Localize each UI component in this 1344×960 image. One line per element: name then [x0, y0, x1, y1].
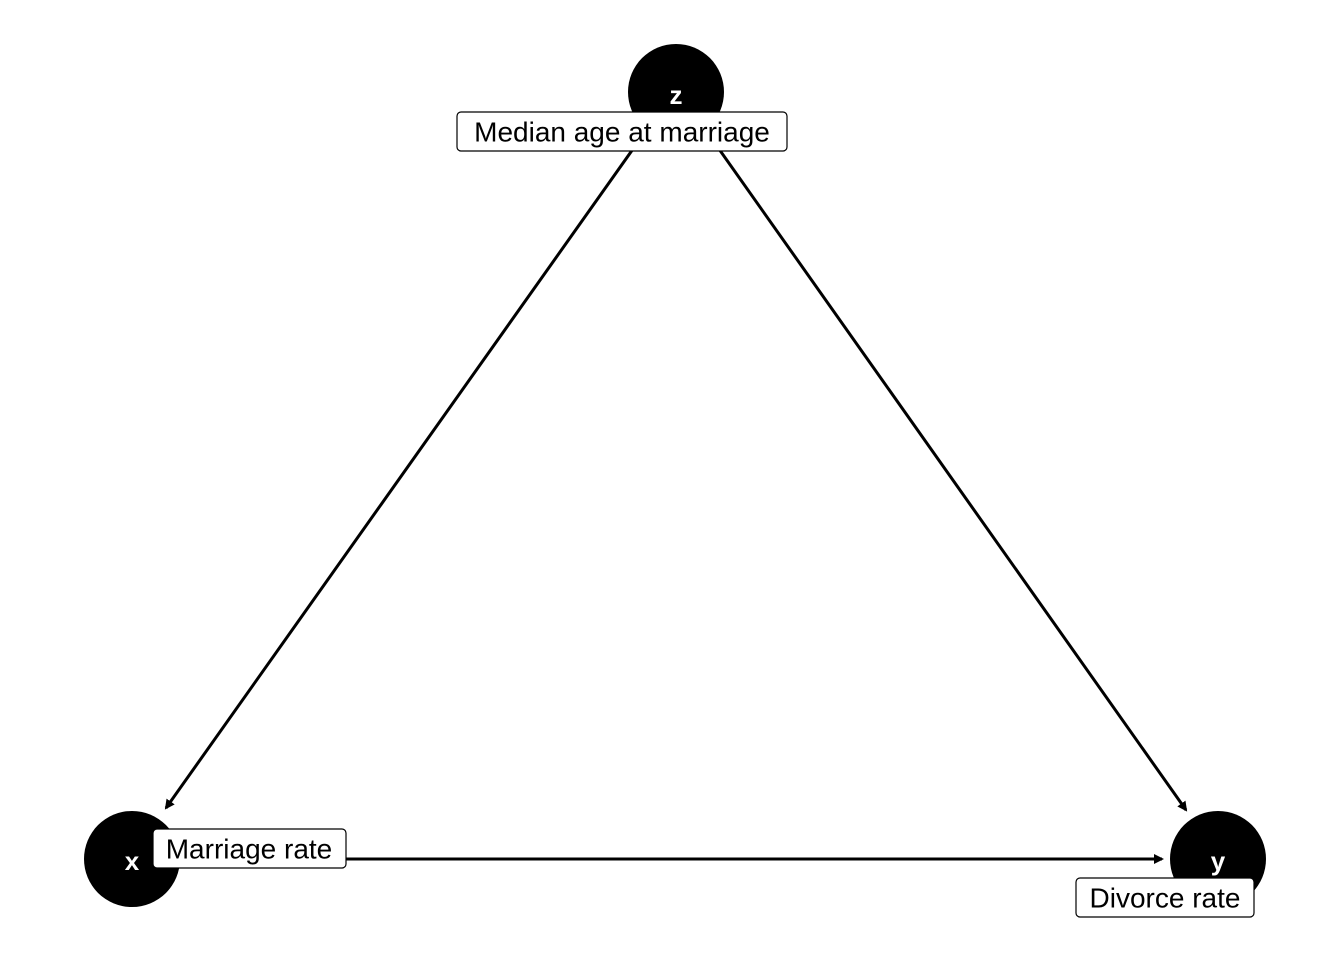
- label-z-text: Median age at marriage: [474, 117, 770, 148]
- label-z-box: [456, 111, 788, 152]
- label-y: Divorce rate: [1075, 877, 1255, 918]
- label-y-text: Divorce rate: [1090, 883, 1241, 914]
- label-x-text: Marriage rate: [166, 834, 333, 865]
- node-z-letter: z: [670, 80, 683, 110]
- node-x-letter: x: [125, 846, 140, 876]
- label-x: Marriage rate: [152, 828, 347, 869]
- edges-layer: [164, 124, 1188, 864]
- label-z: Median age at marriage: [456, 111, 788, 152]
- edge-z-to-x: [164, 124, 652, 810]
- label-y-box: [1075, 877, 1255, 918]
- node-y-letter: y: [1211, 846, 1226, 876]
- edge-z-to-y: [700, 124, 1188, 812]
- label-x-box: [152, 828, 347, 869]
